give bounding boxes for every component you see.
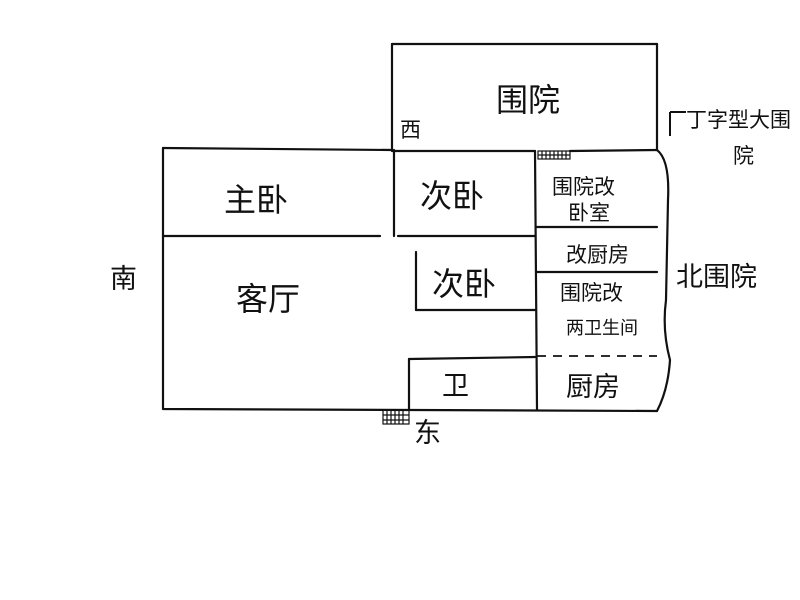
bedroom1-right	[533, 149, 539, 412]
room-bathroom: 卫	[442, 371, 469, 402]
window-hatch-bottom	[382, 409, 410, 425]
top-wall-left	[161, 146, 394, 152]
room-courtyard-bedroom-line1: 围院改	[552, 175, 615, 199]
right-wall	[655, 148, 672, 413]
t-shape-courtyard-line1: 丁字型大围	[686, 108, 791, 132]
room-living-room: 客厅	[236, 280, 301, 318]
room-courtyard-conversion-line1: 围院改	[560, 281, 623, 305]
direction-east: 东	[414, 418, 441, 449]
room-courtyard-bedroom-line2: 卧室	[568, 201, 610, 225]
t-shape-bracket	[669, 111, 686, 136]
room-kitchen: 厨房	[566, 372, 620, 403]
room-second-bedroom-1: 次卧	[420, 177, 485, 215]
room-second-bedroom-2: 次卧	[432, 265, 497, 303]
direction-south: 南	[110, 264, 137, 295]
room-kitchen-conversion: 改厨房	[566, 243, 629, 267]
direction-west: 西	[400, 118, 421, 142]
room-courtyard-conversion-line2: 两卫生间	[566, 318, 638, 339]
room-master-bedroom: 主卧	[224, 181, 289, 219]
room-right-courtyard: 北围院	[676, 262, 757, 293]
t-shape-courtyard-line2: 院	[733, 144, 754, 168]
bathroom-top	[407, 355, 537, 361]
window-hatch-top	[537, 150, 571, 160]
top-wall-far-right	[568, 148, 659, 153]
room-north-courtyard: 围院	[496, 81, 561, 119]
